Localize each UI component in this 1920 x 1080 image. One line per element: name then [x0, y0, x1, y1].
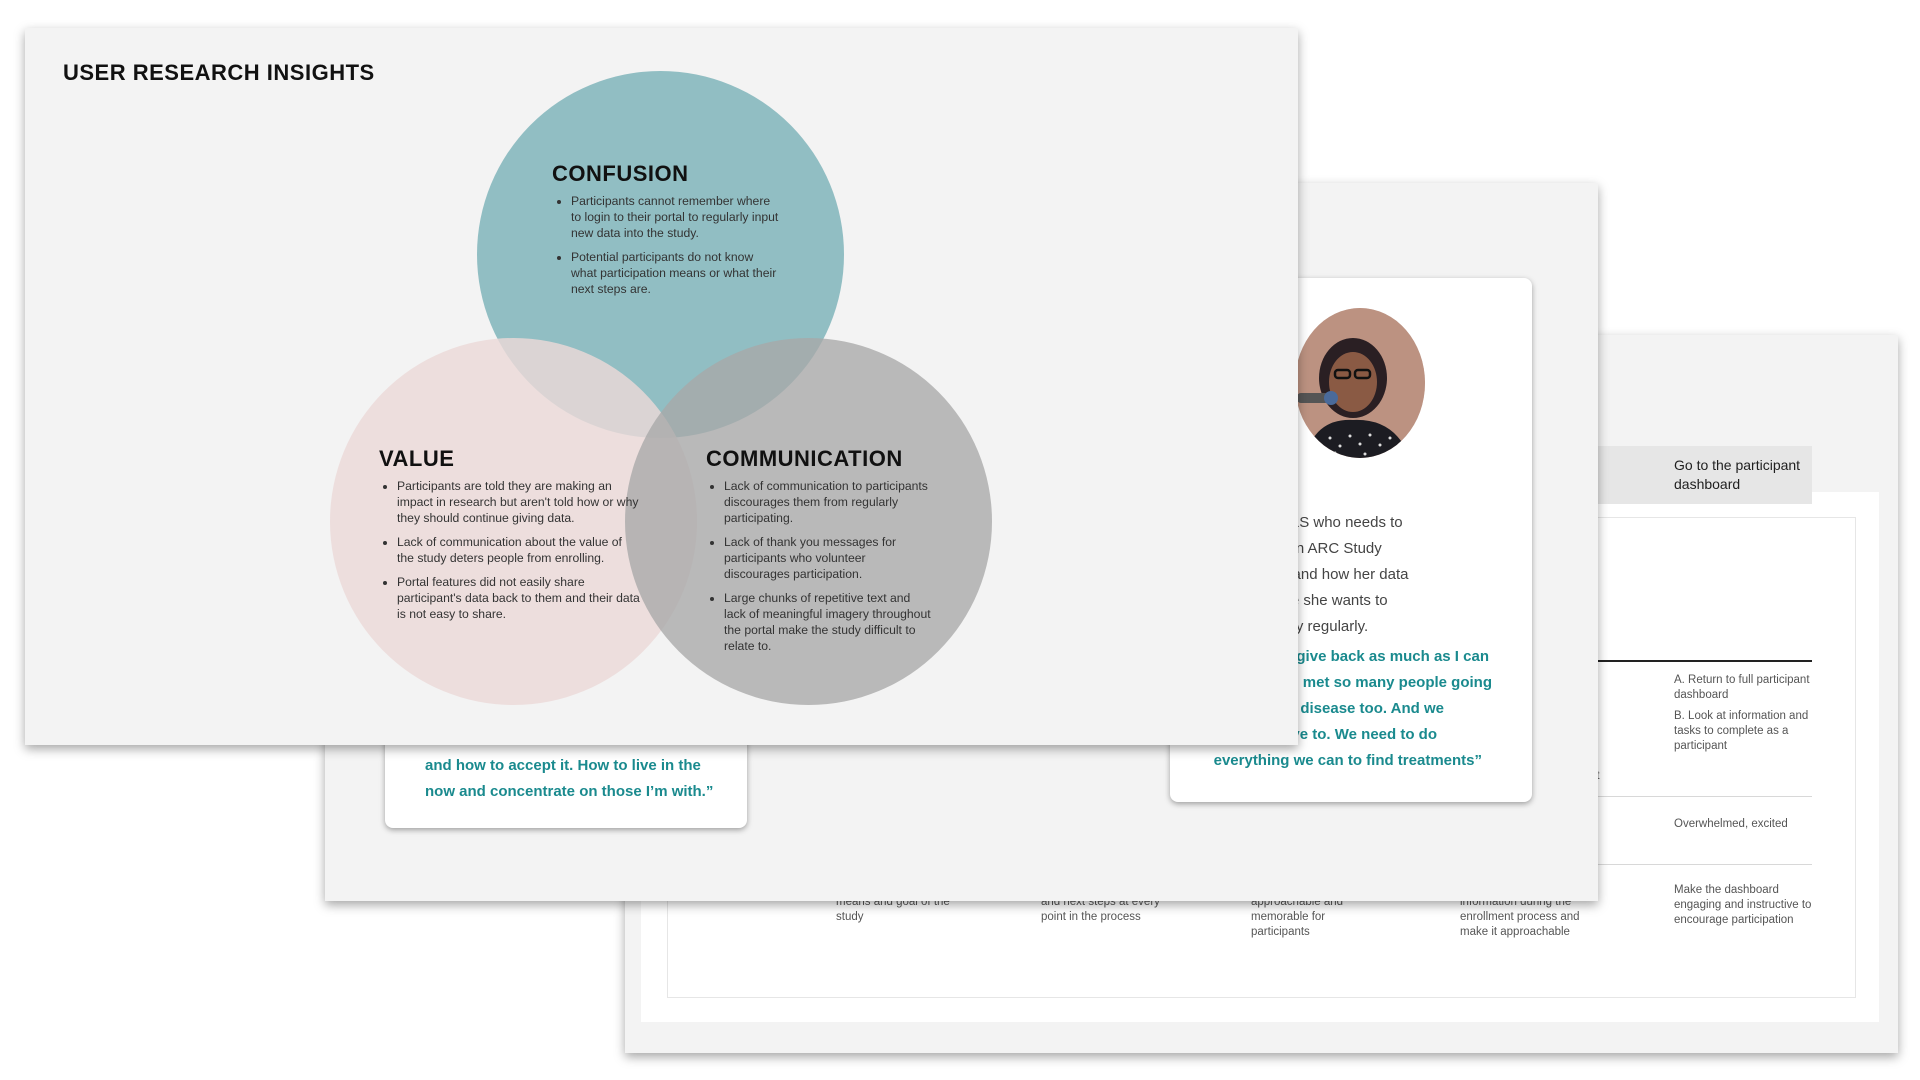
- journey-emotion-cell: Overwhelmed, excited: [1674, 818, 1788, 830]
- communication-list: Lack of communication to participants di…: [706, 478, 934, 662]
- value-item: Portal features did not easily share par…: [397, 574, 642, 622]
- journey-step-item: A. Return to full participant dashboard: [1674, 674, 1810, 701]
- confusion-heading: CONFUSION: [552, 161, 689, 186]
- journey-map-column-header: [1592, 446, 1812, 504]
- value-list: Participants are told they are making an…: [379, 478, 642, 630]
- communication-heading: COMMUNICATION: [706, 446, 903, 471]
- communication-item: Large chunks of repetitive text and lack…: [724, 590, 934, 654]
- journey-step-item: B. Look at information and tasks to comp…: [1674, 710, 1809, 752]
- communication-circle: [625, 338, 992, 705]
- confusion-item: Participants cannot remember where to lo…: [571, 193, 781, 241]
- row-divider: [1592, 864, 1812, 865]
- row-divider: [1592, 796, 1812, 797]
- journey-opportunity-cell: information during the enrollment proces…: [1460, 896, 1580, 938]
- communication-item: Lack of thank you messages for participa…: [724, 534, 934, 582]
- confusion-item: Potential participants do not know what …: [571, 249, 781, 297]
- confusion-list: Participants cannot remember where to lo…: [553, 193, 781, 305]
- journey-step-cell: A. Return to full participant dashboard …: [1674, 673, 1814, 760]
- header-divider: [1592, 660, 1812, 662]
- journey-map-header-label: Go to the participant dashboard: [1674, 457, 1801, 492]
- communication-item: Lack of communication to participants di…: [724, 478, 934, 526]
- slide-title: USER RESEARCH INSIGHTS: [63, 60, 375, 85]
- journey-opportunity-cell: Make the dashboard engaging and instruct…: [1674, 884, 1812, 926]
- persona-quote-right: give back as much as I can met so many p…: [1213, 648, 1492, 769]
- venn-slide: USER RESEARCH INSIGHTS CONFUSION Partici…: [25, 28, 1298, 745]
- value-item: Participants are told they are making an…: [397, 478, 642, 526]
- value-item: Lack of communication about the value of…: [397, 534, 642, 566]
- value-heading: VALUE: [379, 446, 455, 471]
- persona-avatar: [1295, 308, 1425, 458]
- persona-photo-icon: [1295, 308, 1425, 458]
- journey-opportunity-cell: approachable and memorable for participa…: [1251, 896, 1344, 938]
- persona-quote-left: and how to accept it. How to live in the…: [425, 757, 714, 800]
